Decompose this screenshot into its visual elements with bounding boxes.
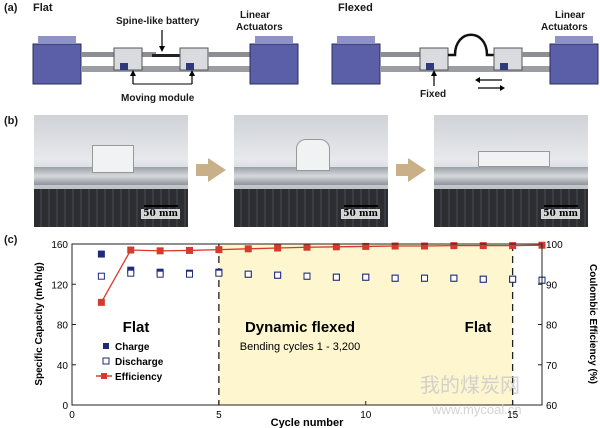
legend-charge: Charge: [115, 342, 150, 353]
panel-c-label: (c): [4, 234, 18, 246]
linear-actuators-left-line2: Actuators: [236, 22, 283, 33]
x-tick-label: 10: [360, 410, 372, 421]
y-left-tick-label: 0: [62, 401, 68, 412]
efficiency-point: [450, 242, 458, 250]
efficiency-point: [127, 246, 135, 254]
x-axis-label: Cycle number: [271, 417, 344, 428]
y-left-tick-label: 160: [51, 240, 68, 251]
watermark-cn: 我的煤炭网: [420, 374, 520, 397]
discharge-point: [332, 273, 340, 281]
y-axis-left-label: Specific Capacity (mAh/g): [34, 262, 45, 385]
efficiency-point: [391, 242, 399, 250]
spine-battery-label: Spine-like battery: [116, 16, 200, 27]
efficiency-line: [100, 244, 543, 303]
efficiency-point: [244, 245, 252, 253]
efficiency-point: [509, 242, 517, 250]
discharge-point: [509, 275, 517, 283]
scale-bar-label: 50 mm: [541, 209, 580, 219]
photo-flexed: 50 mm: [434, 115, 588, 227]
fixed-label: Fixed: [420, 89, 447, 100]
efficiency-point: [274, 244, 282, 252]
discharge-point: [362, 273, 370, 281]
capacity-efficiency-chart: Cycle number Specific Capacity (mAh/g) C…: [34, 240, 598, 428]
efficiency-point: [303, 243, 311, 251]
arrow-right-icon: [396, 158, 426, 182]
efficiency-point: [215, 246, 223, 254]
legend-efficiency: Efficiency: [115, 372, 163, 383]
flat-title: Flat: [33, 2, 53, 14]
discharge-point: [303, 272, 311, 280]
y-left-tick-label: 120: [51, 280, 68, 291]
panel-a-label: (a): [4, 2, 18, 14]
region-flat-left: Flat: [123, 319, 150, 336]
panel-b-label: (b): [4, 115, 19, 127]
charge-point: [97, 250, 105, 258]
efficiency-point: [156, 247, 164, 255]
photo-flexing: 50 mm: [234, 115, 388, 227]
efficiency-point: [186, 246, 193, 254]
discharge-point: [421, 274, 428, 282]
region-flexed-title: Dynamic flexed: [245, 319, 355, 336]
discharge-point: [186, 270, 193, 278]
linear-actuators-right-line2: Actuators: [541, 22, 588, 33]
y-right-tick-label: 100: [546, 240, 563, 251]
discharge-point: [97, 272, 105, 280]
discharge-point: [274, 271, 282, 279]
discharge-point: [215, 269, 223, 277]
flexed-title: Flexed: [338, 2, 373, 14]
efficiency-point: [421, 242, 428, 250]
legend-discharge: Discharge: [115, 357, 164, 368]
scale-bar-label: 50 mm: [341, 209, 380, 219]
discharge-point: [156, 270, 164, 278]
y-right-tick-label: 90: [546, 280, 558, 291]
x-tick-label: 5: [216, 410, 222, 421]
discharge-point: [244, 270, 252, 278]
efficiency-point: [479, 242, 487, 250]
flat-schematic: [32, 30, 299, 85]
discharge-point: [391, 274, 399, 282]
moving-module-label: Moving module: [121, 93, 195, 104]
region-flat-right: Flat: [465, 319, 492, 336]
x-tick-label: 0: [69, 410, 75, 421]
efficiency-point: [97, 298, 105, 306]
efficiency-point: [332, 243, 340, 251]
region-flexed-subtitle: Bending cycles 1 - 3,200: [240, 341, 360, 353]
arrow-right-icon: [196, 158, 226, 182]
linear-actuators-left-line1: Linear: [240, 10, 271, 21]
linear-actuators-right-line1: Linear: [555, 10, 586, 21]
discharge-point: [450, 274, 458, 282]
y-left-tick-label: 40: [57, 361, 69, 372]
y-right-tick-label: 80: [546, 321, 558, 332]
scale-bar-label: 50 mm: [141, 209, 180, 219]
actuator-schematic: [32, 30, 599, 91]
y-left-tick-label: 80: [57, 321, 69, 332]
watermark-url: www.mycoal.cn: [431, 402, 522, 417]
photo-flat: 50 mm: [34, 115, 188, 227]
discharge-point: [479, 275, 487, 283]
y-right-tick-label: 70: [546, 361, 558, 372]
flexed-region-background: [218, 244, 513, 405]
x-tick-label: 15: [507, 410, 519, 421]
chart-legend: Charge Discharge Efficiency: [96, 342, 164, 383]
y-axis-right-label: Coulombic Efficiency (%): [587, 264, 598, 384]
flexed-schematic: [331, 33, 599, 91]
efficiency-point: [362, 242, 370, 250]
y-right-tick-label: 60: [546, 401, 558, 412]
discharge-point: [127, 269, 135, 277]
